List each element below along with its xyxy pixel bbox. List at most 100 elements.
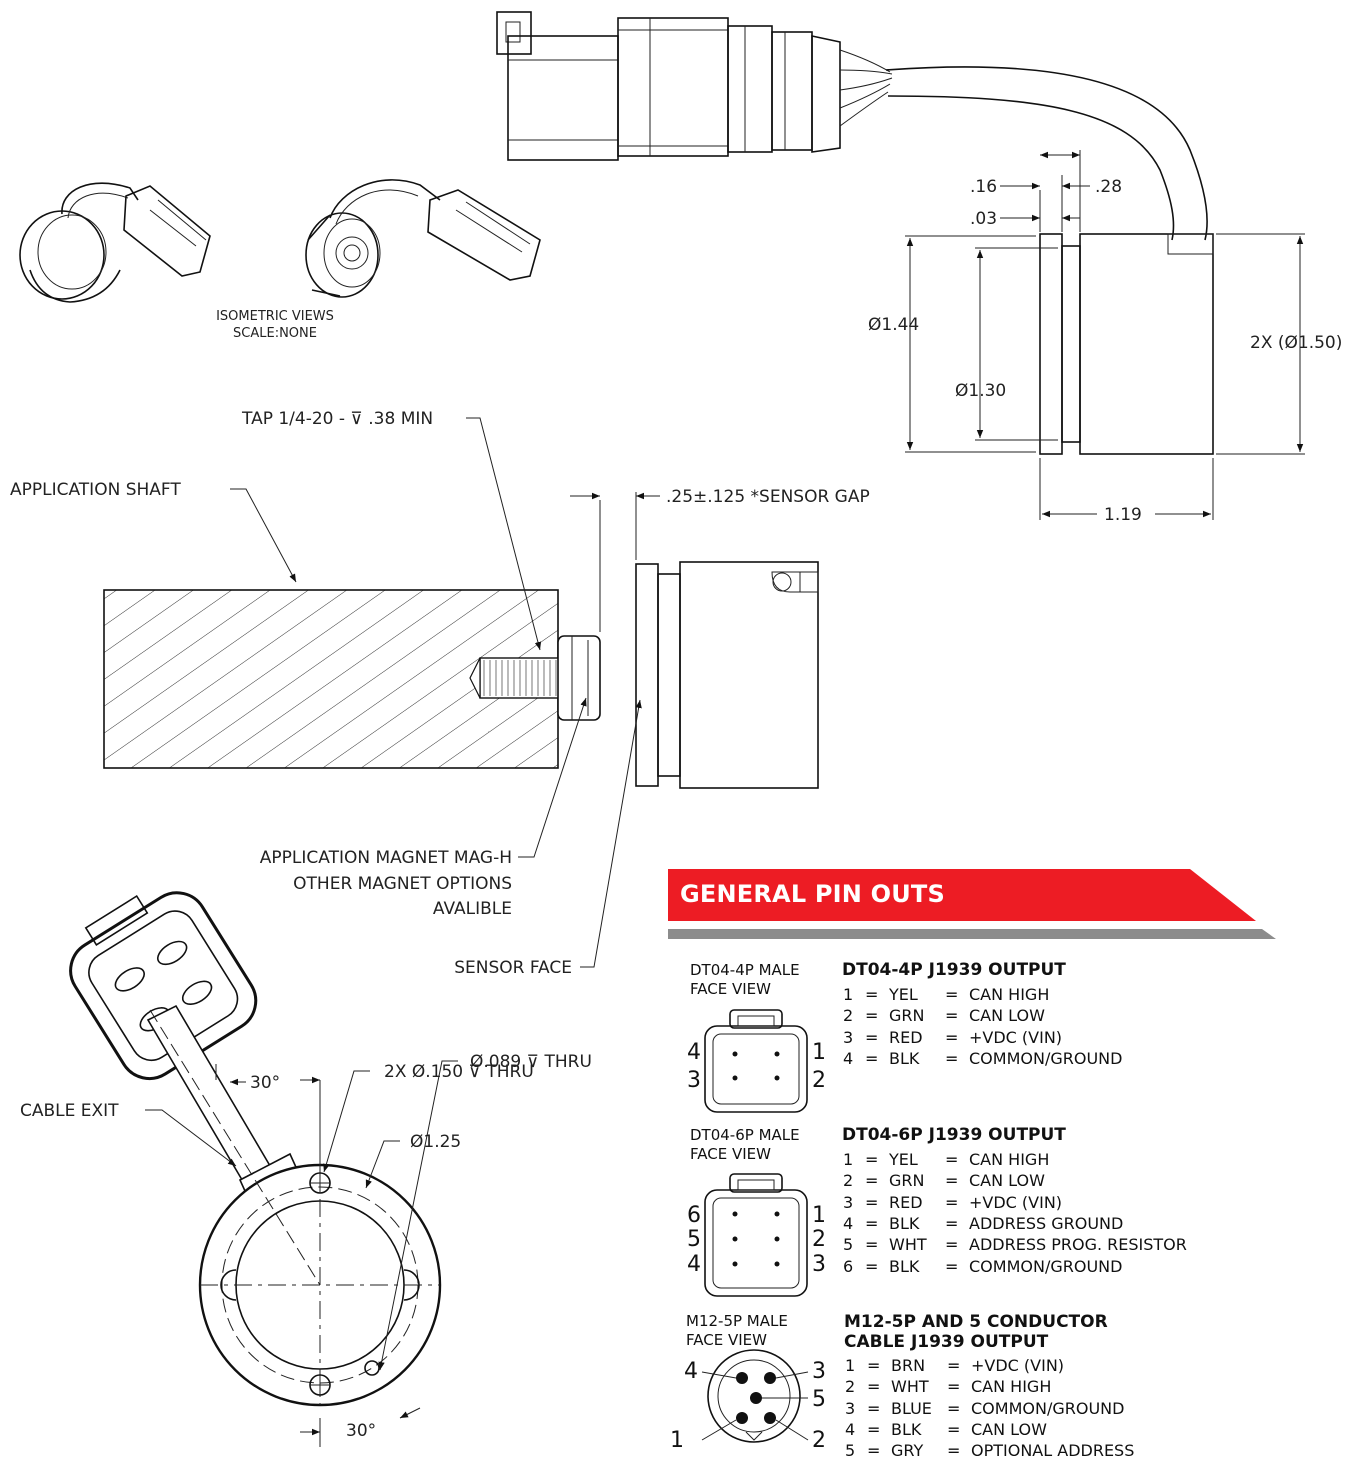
dt04-6p-caption: DT04-6P MALE FACE VIEW xyxy=(690,1126,800,1164)
dt04-4p-pin-label: 1 xyxy=(812,1040,826,1065)
pin-number: 5 xyxy=(845,1441,856,1461)
m12-pin-label: 5 xyxy=(812,1387,826,1412)
pin-row: 4 = BLK = ADDRESS GROUND xyxy=(843,1213,1123,1234)
pin-row: 4=BLK=CAN LOW xyxy=(845,1419,1047,1440)
m12-5p-face-icon: 4 3 5 1 2 xyxy=(670,1349,826,1447)
dt04-6p-face-icon: 6 5 4 1 2 3 xyxy=(687,1173,826,1297)
face-view: 30° 2X Ø.150 ⊽ THRU CABLE EXIT Ø1.25 Ø.0… xyxy=(20,891,592,1447)
pin-row: 5=GRY=OPTIONAL ADDRESS xyxy=(845,1440,1134,1461)
pin-number: 2 xyxy=(843,1006,854,1026)
pin-number: 4 xyxy=(843,1048,854,1068)
equals-sign: = xyxy=(945,1213,959,1233)
dt04-6p-pin-label: 3 xyxy=(812,1252,826,1277)
pin-number: 2 xyxy=(845,1377,856,1397)
pin-number: 4 xyxy=(845,1419,856,1439)
dim-dia089: Ø.089 ⊽ THRU xyxy=(470,1052,592,1072)
equals-sign: = xyxy=(945,1027,959,1047)
pin-function: CAN HIGH xyxy=(969,985,1050,1004)
caption-line: DT04-6P MALE xyxy=(690,1126,800,1144)
pin-row: 2=GRN=CAN LOW xyxy=(843,1170,1045,1191)
equals-sign: = xyxy=(945,1256,959,1276)
pin-function: CAN HIGH xyxy=(971,1377,1052,1397)
pin-row: 3=BLUE=COMMON/GROUND xyxy=(845,1398,1124,1419)
dim-003: .03 xyxy=(970,209,997,229)
equals-sign: = xyxy=(867,1441,881,1461)
caption-line: DT04-4P MALE xyxy=(690,961,800,979)
banner-rule xyxy=(668,929,1276,939)
dim-dia144: Ø1.44 xyxy=(868,315,919,335)
isometric-caption-line1: ISOMETRIC VIEWS xyxy=(216,309,334,324)
pin-function: COMMON/GROUND xyxy=(969,1256,1123,1276)
dt04-6p-pin-label: 6 xyxy=(687,1203,701,1228)
dt04-4p-pin-label: 4 xyxy=(687,1040,701,1065)
caption-line: M12-5P MALE xyxy=(686,1312,788,1330)
pin-function: CAN HIGH xyxy=(969,1150,1050,1169)
equals-sign: = xyxy=(945,985,959,1004)
pin-row: 1=YEL=CAN HIGH xyxy=(843,984,1049,1005)
dim-dia125: Ø1.25 xyxy=(410,1132,461,1152)
pin-number: 4 xyxy=(843,1213,854,1233)
equals-sign: = xyxy=(945,1171,959,1191)
pin-function: COMMON/GROUND xyxy=(969,1048,1123,1068)
pin-function: COMMON/GROUND xyxy=(971,1398,1125,1418)
pin-function: ADDRESS GROUND xyxy=(969,1213,1124,1233)
pin-row: 6=BLK=COMMON/GROUND xyxy=(843,1256,1122,1277)
magnet-callout-line3: AVALIBLE xyxy=(433,899,512,919)
equals-sign: = xyxy=(865,1171,879,1191)
equals-sign: = xyxy=(867,1377,881,1397)
equals-sign: = xyxy=(947,1441,961,1461)
equals-sign: = xyxy=(945,1235,959,1255)
m12-5p-output-title: M12-5P AND 5 CONDUCTOR CABLE J1939 OUTPU… xyxy=(844,1312,1108,1352)
dim-dia130: Ø1.30 xyxy=(955,381,1006,401)
assembly-view: TAP 1/4-20 - ⊽ .38 MIN APPLICATION SHAFT… xyxy=(10,409,870,978)
m12-pin-label: 3 xyxy=(812,1359,826,1384)
equals-sign: = xyxy=(945,1192,959,1212)
equals-sign: = xyxy=(865,1150,879,1169)
caption-line: FACE VIEW xyxy=(690,1145,771,1163)
wire-color: BLK xyxy=(889,1256,920,1276)
wire-color: BLK xyxy=(889,1213,920,1233)
m12-pin-label: 2 xyxy=(812,1428,826,1447)
dim-028: .28 xyxy=(1095,177,1122,197)
wire-color: YEL xyxy=(889,985,918,1004)
wire-color: GRY xyxy=(891,1441,924,1461)
dt04-6p-output-title: DT04-6P J1939 OUTPUT xyxy=(842,1125,1066,1145)
pin-row: 4=BLK=COMMON/GROUND xyxy=(843,1048,1122,1069)
dt04-6p-pin-label: 1 xyxy=(812,1203,826,1228)
shaft-callout: APPLICATION SHAFT xyxy=(10,480,181,500)
pin-number: 2 xyxy=(843,1171,854,1191)
holes-dim: 2X Ø.150 ⊽ THRU xyxy=(384,1062,534,1082)
wire-color: GRN xyxy=(889,1006,925,1026)
pinouts-banner-title: GENERAL PIN OUTS xyxy=(680,880,945,908)
pin-function: +VDC (VIN) xyxy=(969,1192,1063,1212)
equals-sign: = xyxy=(947,1377,961,1397)
banner-shape xyxy=(668,869,1256,921)
magnet-callout-line1: APPLICATION MAGNET MAG-H xyxy=(260,848,512,868)
caption-line: FACE VIEW xyxy=(686,1331,767,1349)
connector-side-view xyxy=(496,11,1208,241)
pin-number: 3 xyxy=(843,1027,854,1047)
equals-sign: = xyxy=(947,1356,961,1375)
equals-sign: = xyxy=(947,1419,961,1439)
magnet-callout-line2: OTHER MAGNET OPTIONS xyxy=(293,874,512,894)
sensor-side-view: .28 .16 .03 Ø1.44 Ø1.30 2X (Ø1.50) 1.19 xyxy=(868,150,1342,525)
equals-sign: = xyxy=(865,1213,879,1233)
wire-color: BLUE xyxy=(891,1398,932,1418)
wire-color: RED xyxy=(889,1027,923,1047)
equals-sign: = xyxy=(865,1235,879,1255)
dim-dia150: 2X (Ø1.50) xyxy=(1250,333,1342,353)
wire-color: BRN xyxy=(891,1356,926,1375)
equals-sign: = xyxy=(865,1192,879,1212)
pinout-graphics: 4 3 1 2 6 5 4 1 2 3 xyxy=(668,869,1276,1447)
equals-sign: = xyxy=(865,1027,879,1047)
equals-sign: = xyxy=(867,1356,881,1375)
dt04-4p-face-icon: 4 3 1 2 xyxy=(687,1009,826,1113)
pin-number: 1 xyxy=(843,985,854,1004)
m12-pin-label: 1 xyxy=(670,1428,684,1447)
angle-bottom: 30° xyxy=(346,1421,376,1441)
dt04-4p-output-title: DT04-4P J1939 OUTPUT xyxy=(842,960,1066,980)
equals-sign: = xyxy=(865,1256,879,1276)
isometric-caption-line2: SCALE:NONE xyxy=(233,326,317,341)
dt04-6p-pin-label: 4 xyxy=(687,1252,701,1277)
